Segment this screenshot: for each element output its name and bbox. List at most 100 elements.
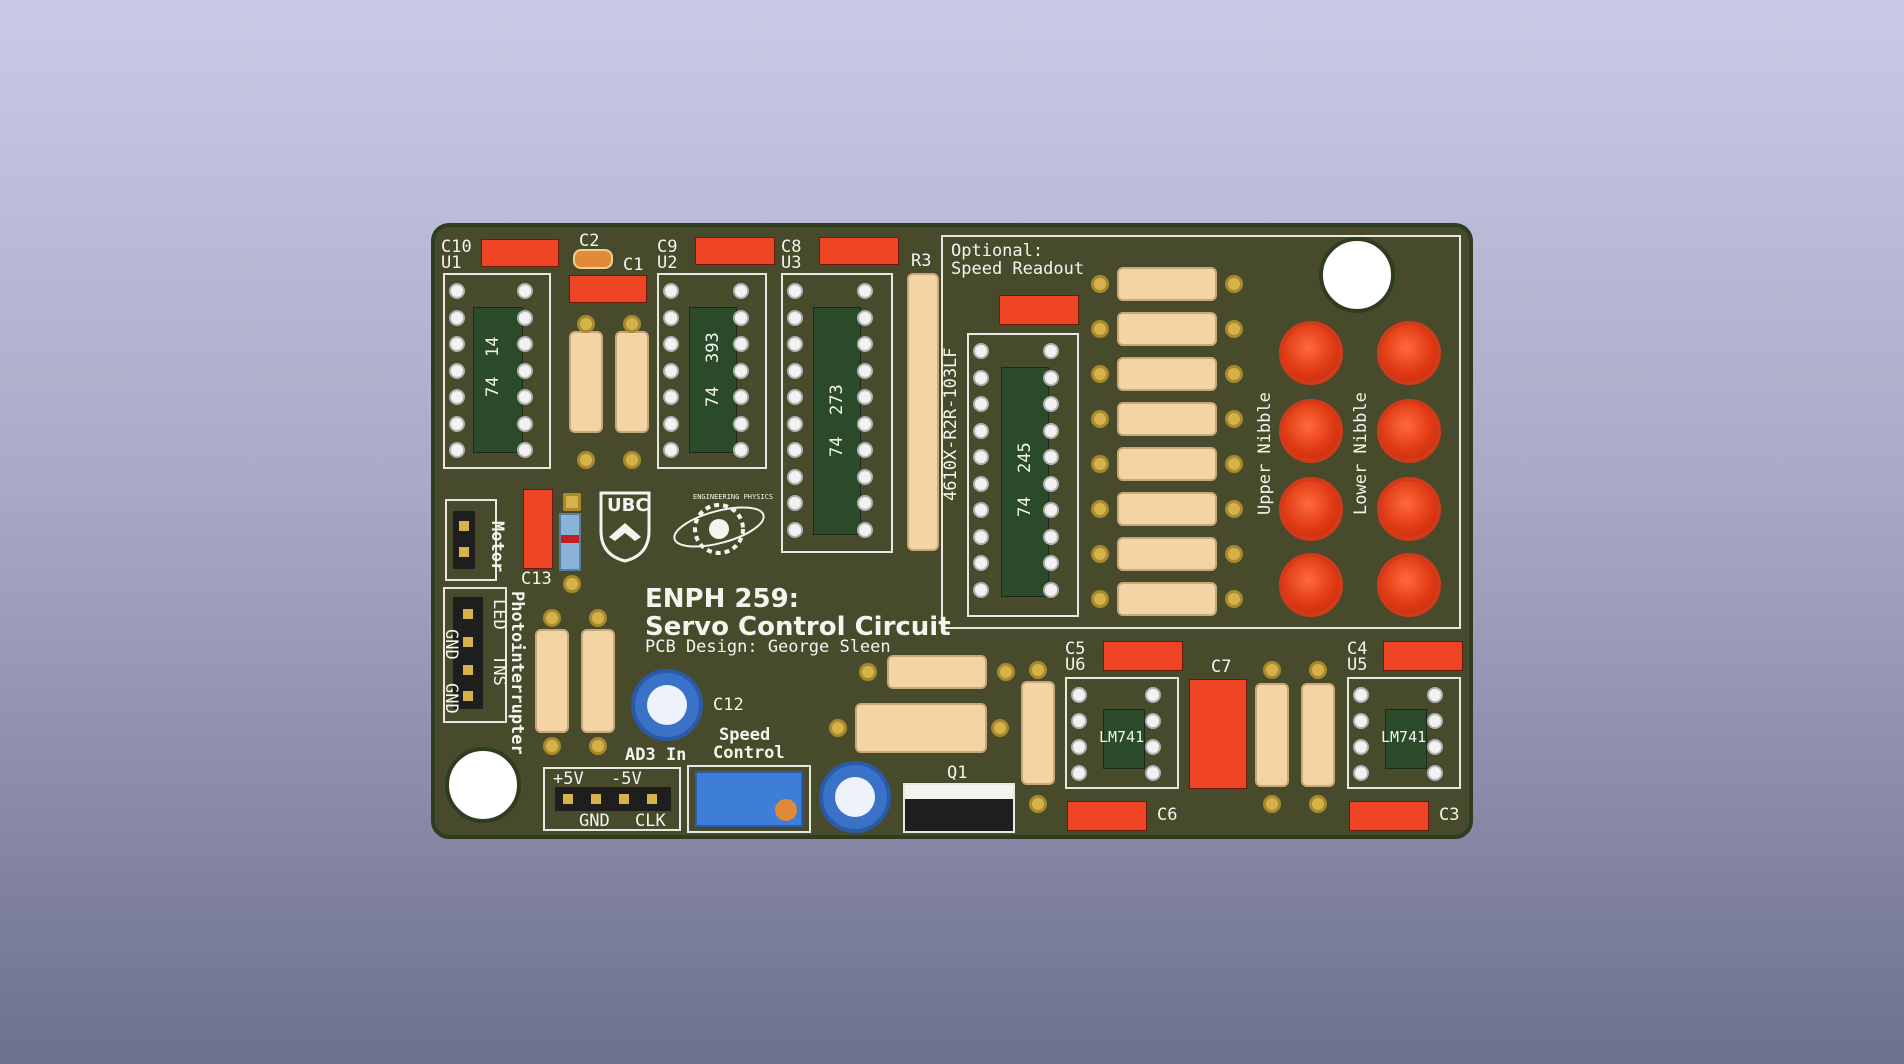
dip-pin xyxy=(1145,765,1161,781)
lead xyxy=(1225,275,1243,293)
dip-pin xyxy=(449,389,465,405)
dip-pin xyxy=(449,336,465,352)
lead xyxy=(859,663,877,681)
readout-outline xyxy=(941,235,1461,629)
cap-c13 xyxy=(523,489,553,569)
dip-pin xyxy=(973,528,989,545)
resistor-c1 xyxy=(887,655,987,689)
led-resistor xyxy=(1117,537,1217,571)
ad3-pin-neg5v: -5V xyxy=(611,769,642,789)
lead xyxy=(577,451,595,469)
ref-c10: C10 xyxy=(441,237,472,257)
ref-c6: C6 xyxy=(1157,805,1178,825)
lead xyxy=(623,315,641,333)
dip-pin xyxy=(857,389,873,405)
ref-q1: Q1 xyxy=(947,763,968,783)
dip-pin xyxy=(1427,687,1443,703)
u3-body xyxy=(813,307,861,535)
dip-pin xyxy=(1353,713,1369,729)
cap-c2 xyxy=(573,249,613,269)
dip-pin xyxy=(787,495,803,511)
pi-pin-led: LED xyxy=(489,599,509,630)
ad3-pin-5v: +5V xyxy=(553,769,584,789)
cap-c9 xyxy=(695,237,775,265)
dip-pin xyxy=(787,336,803,352)
dip-pin xyxy=(517,336,533,352)
dip-pin xyxy=(449,309,465,326)
dip-pin xyxy=(663,389,679,405)
ad3-pin-clk: CLK xyxy=(635,811,666,831)
dip-pin xyxy=(1071,713,1087,729)
dip-pin xyxy=(663,336,679,352)
dip-pin xyxy=(1427,713,1443,729)
led-lower-2 xyxy=(1377,399,1441,463)
lead xyxy=(1029,661,1047,679)
lead xyxy=(543,737,561,755)
lead xyxy=(1091,455,1109,473)
lead xyxy=(563,575,581,593)
pi-outline xyxy=(443,587,507,723)
dip-pin xyxy=(787,468,803,485)
ref-c3: C3 xyxy=(1439,805,1460,825)
lead xyxy=(1225,590,1243,608)
ref-c4: C4 xyxy=(1347,639,1368,659)
lead xyxy=(1091,410,1109,428)
dip-pin xyxy=(449,442,465,458)
u4-label-b: 245 xyxy=(1015,442,1035,473)
lead xyxy=(1263,795,1281,813)
cap-c10 xyxy=(481,239,559,267)
cap-c8 xyxy=(819,237,899,265)
dip-pin xyxy=(1043,475,1059,492)
u5-body xyxy=(1385,709,1427,769)
u3-label-b: 273 xyxy=(827,384,847,415)
photointerrupter-label: Photointerrupter xyxy=(507,591,527,755)
dip-pin xyxy=(973,581,989,598)
cap-c12 xyxy=(631,669,703,741)
dip-pin xyxy=(787,309,803,326)
led-upper-2 xyxy=(1279,399,1343,463)
dip-pin xyxy=(1043,343,1059,359)
dip-pin xyxy=(973,422,989,439)
lead xyxy=(991,719,1009,737)
lead xyxy=(589,737,607,755)
u3-outline xyxy=(781,273,893,553)
ref-c7: C7 xyxy=(1211,657,1232,677)
dip-pin xyxy=(663,309,679,326)
ref-c12: C12 xyxy=(713,695,744,715)
lead xyxy=(1225,365,1243,383)
dip-pin xyxy=(449,362,465,379)
dip-pin xyxy=(1043,555,1059,571)
dip-pin xyxy=(787,283,803,299)
led-resistor xyxy=(1117,447,1217,481)
dip-pin xyxy=(1353,687,1369,703)
u2-label-a: 74 xyxy=(703,386,723,407)
dip-pin xyxy=(733,309,749,326)
dip-pin xyxy=(733,362,749,379)
dip-pin xyxy=(517,283,533,299)
pi-pin-gnd1: GND xyxy=(441,629,461,660)
dip-pin xyxy=(1427,739,1443,755)
u6-label: LM741 xyxy=(1099,728,1145,746)
engphys-logo-text: ENGINEERING PHYSICS xyxy=(693,493,774,501)
ref-rnet: 4610X-R2R-103LF xyxy=(941,347,961,501)
speed-readout-label: Speed Readout xyxy=(951,259,1085,279)
lead xyxy=(1091,545,1109,563)
dip-pin xyxy=(517,442,533,458)
lead xyxy=(589,609,607,627)
dip-pin xyxy=(733,415,749,432)
dip-pin xyxy=(857,521,873,538)
led-resistor xyxy=(1117,267,1217,301)
u4-body xyxy=(1001,367,1049,597)
lead xyxy=(1309,661,1327,679)
led-resistor xyxy=(1117,357,1217,391)
resistor-b1 xyxy=(535,629,569,733)
pcb-board: Optional: Speed Readout C10 U1 C2 C1 74 … xyxy=(431,223,1473,839)
lead xyxy=(1091,590,1109,608)
speed-control-label-1: Speed xyxy=(719,725,771,745)
resistor-b2 xyxy=(581,629,615,733)
dip-pin xyxy=(517,362,533,379)
dip-pin xyxy=(857,283,873,299)
speed-control-trimpot[interactable] xyxy=(695,771,803,827)
dip-pin xyxy=(733,336,749,352)
